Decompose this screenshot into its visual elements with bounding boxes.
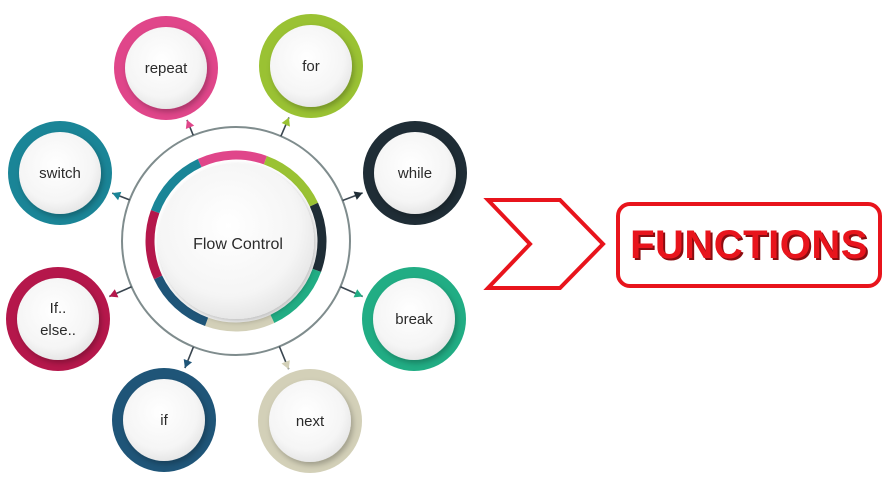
center-ring-segment-for — [263, 155, 319, 207]
node-break: break — [362, 267, 466, 371]
node-repeat-label: repeat — [145, 60, 188, 77]
node-for-label: for — [302, 58, 320, 75]
node-if-label: if — [160, 412, 168, 429]
outer-ring — [121, 126, 351, 356]
center-label: Flow Control — [193, 236, 283, 253]
node-next: next — [258, 369, 362, 473]
node-switch-label: switch — [39, 165, 81, 182]
node-while: while — [363, 121, 467, 225]
arrowhead-for-icon — [281, 117, 290, 127]
arrowhead-ifelse-icon — [109, 289, 119, 298]
node-ifelse-label-1: If.. — [50, 300, 67, 317]
arrowhead-break-icon — [353, 289, 363, 298]
functions-label: FUNCTIONS — [630, 222, 868, 267]
node-for: for — [259, 14, 363, 118]
chevron-arrow-icon — [483, 198, 606, 290]
node-ifelse-label-2: else.. — [40, 322, 76, 339]
node-repeat: repeat — [114, 16, 218, 120]
center-ring-segment-if — [153, 275, 209, 327]
node-break-label: break — [395, 311, 433, 328]
node-switch: switch — [8, 121, 112, 225]
arrowhead-switch-icon — [112, 191, 122, 201]
node-next-label: next — [296, 413, 325, 430]
center-circle — [158, 163, 314, 319]
arrowhead-while-icon — [353, 191, 363, 200]
center-ring-segment-next — [205, 314, 275, 332]
arrowhead-if-icon — [183, 358, 193, 369]
arrowhead-repeat-icon — [185, 119, 195, 130]
center-ring-segment-ifelse — [145, 210, 163, 280]
center-ring-segment-break — [270, 268, 322, 324]
center-ring-segment-repeat — [197, 150, 267, 168]
connectors — [108, 117, 364, 370]
arrowhead-next-icon — [281, 360, 290, 370]
node-if: if — [112, 368, 216, 472]
center-ring-segment-while — [309, 202, 327, 272]
functions-box: FUNCTIONS — [616, 202, 882, 288]
center-ring — [145, 150, 327, 332]
center-ring-segment-switch — [150, 158, 202, 214]
node-while-label: while — [397, 165, 432, 182]
node-ifelse: If.. else.. — [6, 267, 110, 371]
